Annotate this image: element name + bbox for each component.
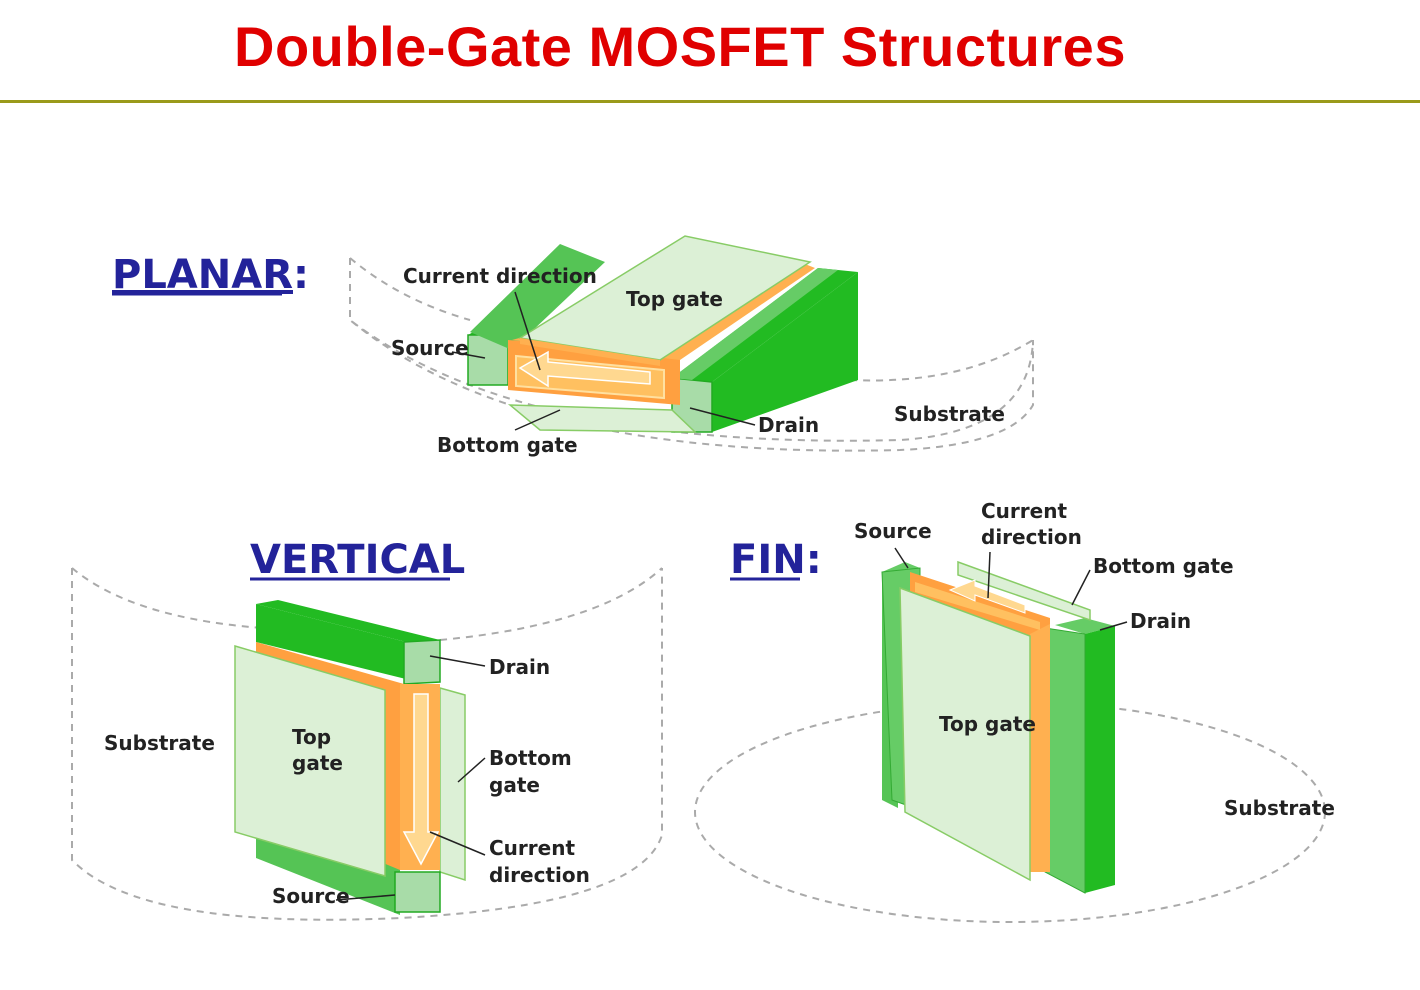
planar-drain-side xyxy=(712,272,858,432)
vertical-label-current-direction-1: Current xyxy=(489,836,575,860)
vertical-heading: VERTICAL xyxy=(250,537,465,583)
fin-structure xyxy=(694,560,1326,923)
vertical-label-substrate: Substrate xyxy=(104,731,215,755)
planar-structure xyxy=(349,235,1034,452)
fin-label-current-direction-2: direction xyxy=(981,525,1082,549)
planar-label-source: Source xyxy=(391,336,469,360)
vertical-drain-side xyxy=(256,604,418,682)
fin-label-source: Source xyxy=(854,519,932,543)
fin-drain-front xyxy=(1044,627,1086,894)
fin-label-bottom-gate: Bottom gate xyxy=(1093,554,1234,578)
fin-heading: FIN: xyxy=(730,537,822,583)
vertical-source-front xyxy=(394,871,441,913)
fin-bottom-gate xyxy=(957,560,1091,622)
vertical-label-top-gate-1: Top xyxy=(292,725,331,749)
planar-substrate-outline xyxy=(349,258,1034,452)
vertical-label-bottom-gate-1: Bottom xyxy=(489,746,572,770)
title-divider xyxy=(0,100,1420,103)
vertical-label-source: Source xyxy=(272,884,350,908)
vertical-substrate-outline xyxy=(71,568,663,921)
fin-label-top-gate: Top gate xyxy=(939,712,1036,736)
fin-label-current-direction-1: Current xyxy=(981,499,1067,523)
vertical-structure xyxy=(71,567,663,921)
vertical-current-arrow xyxy=(402,693,440,866)
fin-substrate-outline xyxy=(694,701,1326,923)
planar-label-drain: Drain xyxy=(758,413,819,437)
vertical-label-top-gate-2: gate xyxy=(292,751,343,775)
fin-label-substrate: Substrate xyxy=(1224,796,1335,820)
planar-heading: PLANAR: xyxy=(112,252,309,298)
planar-label-substrate: Substrate xyxy=(894,402,1005,426)
planar-label-top-gate: Top gate xyxy=(626,287,723,311)
planar-label-bottom-gate: Bottom gate xyxy=(437,433,578,457)
planar-label-current-direction: Current direction xyxy=(403,264,597,288)
fin-drain-side xyxy=(1085,626,1115,893)
planar-bottom-gate xyxy=(507,404,697,433)
vertical-drain-front xyxy=(403,639,441,685)
fin-label-drain: Drain xyxy=(1130,609,1191,633)
page-title: Double-Gate MOSFET Structures xyxy=(234,15,1126,78)
vertical-bottom-gate xyxy=(439,687,466,882)
planar-top-gate xyxy=(517,235,812,361)
vertical-label-drain: Drain xyxy=(489,655,550,679)
planar-current-arrow xyxy=(518,350,651,388)
fin-channel xyxy=(1030,624,1050,872)
vertical-label-current-direction-2: direction xyxy=(489,863,590,887)
vertical-label-bottom-gate-2: gate xyxy=(489,773,540,797)
fin-top-gate xyxy=(899,586,1031,882)
vertical-top-gate xyxy=(234,644,386,878)
